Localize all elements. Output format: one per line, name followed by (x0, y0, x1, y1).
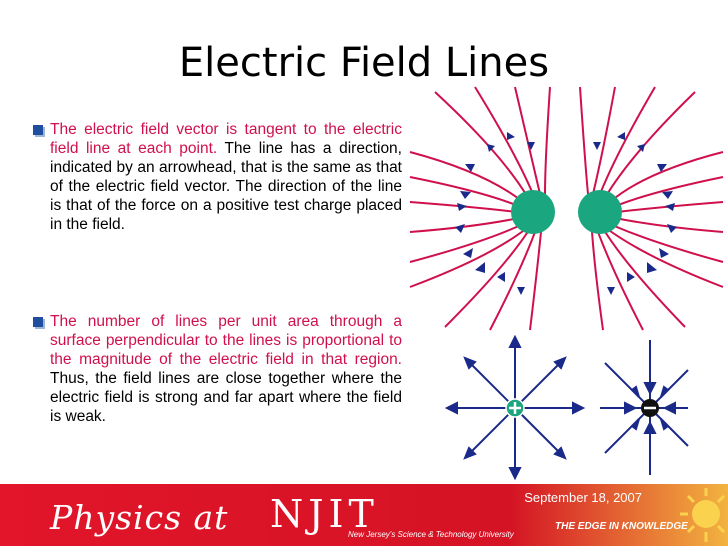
njit-tagline: New Jersey's Science & Technology Univer… (348, 530, 514, 539)
slide-date: September 18, 2007 (524, 490, 642, 505)
positive-charge-icon (578, 190, 622, 234)
bullet-2-highlight: The number of lines per unit area throug… (50, 313, 402, 368)
njit-logo: NJIT (270, 492, 379, 536)
point-charge-diagrams (444, 335, 689, 480)
edge-slogan: THE EDGE IN KNOWLEDGE (555, 521, 688, 532)
slide-title: Electric Field Lines (178, 40, 550, 86)
square-bullet-icon (33, 125, 43, 135)
physics-at-logo: Physics at (50, 498, 229, 537)
square-bullet-icon (33, 317, 43, 327)
bullet-1-highlight: The electric field vector is tangent to … (50, 121, 402, 157)
bullet-point-2: The number of lines per unit area throug… (33, 312, 402, 426)
footer-banner: September 18, 2007 Physics at NJIT New J… (0, 484, 728, 546)
sun-icon (680, 488, 726, 542)
positive-charge-icon (511, 190, 555, 234)
bullet-point-1: The electric field vector is tangent to … (33, 120, 402, 234)
bullet-1-text: The line has a direction, indicated by a… (50, 140, 402, 233)
bullet-2-text: Thus, the field lines are close together… (50, 370, 402, 425)
field-lines-diagram (409, 86, 724, 331)
